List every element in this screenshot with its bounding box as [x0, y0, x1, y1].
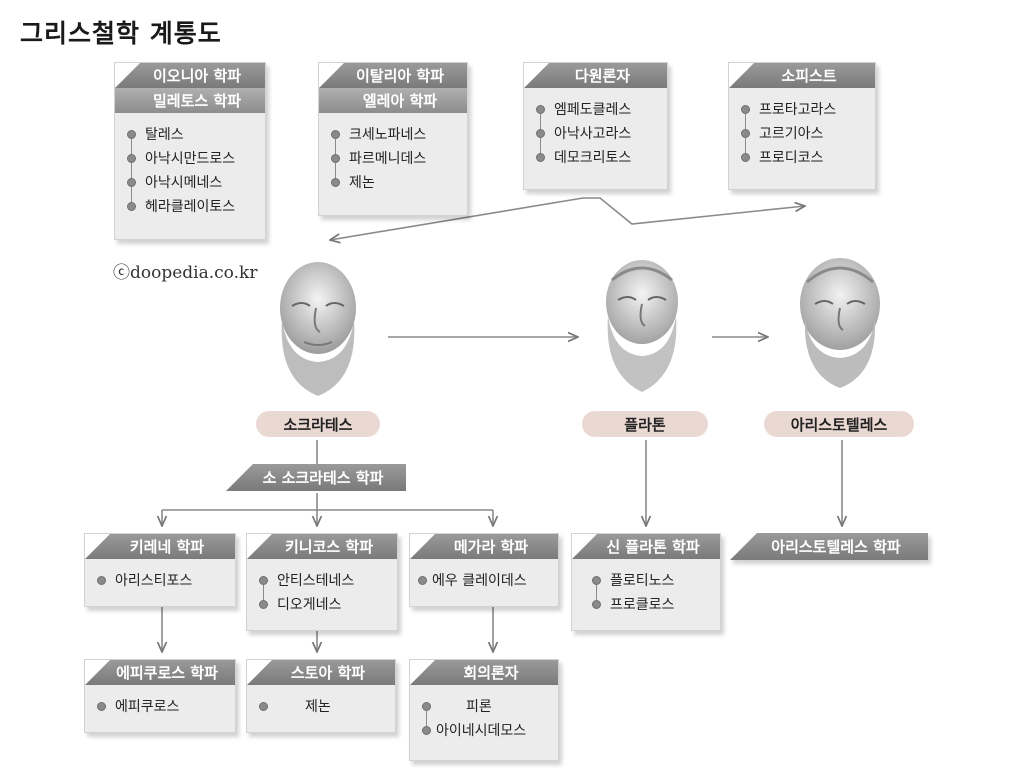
member-item: 프로클로스 — [592, 593, 712, 617]
school-skeptic: 회의론자 피론 아이네시데모스 — [409, 659, 559, 761]
school-minor-socratic: 소 소크라테스 학파 — [226, 464, 406, 491]
folded-corner — [729, 63, 754, 88]
bullet-icon — [331, 130, 340, 139]
bullet-icon — [127, 154, 136, 163]
bullet-icon — [97, 576, 106, 585]
member-item: 파르메니데스 — [331, 147, 459, 180]
bullet-icon — [259, 702, 268, 711]
folded-corner — [226, 464, 253, 491]
bullet-icon — [536, 105, 545, 114]
page-title: 그리스철학 계통도 — [20, 19, 222, 48]
bullet-icon — [127, 130, 136, 139]
school-header: 키니코스 학파 — [247, 534, 397, 559]
bullet-icon — [127, 202, 136, 211]
folded-corner — [410, 534, 435, 559]
folded-corner — [85, 534, 110, 559]
member-item: 안티스테네스 — [259, 569, 389, 602]
member-item: 데모크리토스 — [536, 146, 659, 170]
folded-corner — [524, 63, 549, 88]
school-peripatetic: 아리스토텔레스 학파 — [730, 533, 928, 560]
bullet-icon — [536, 129, 545, 138]
arrow-to-socrates — [330, 197, 584, 240]
plato-bust-image — [606, 260, 678, 392]
philosopher-plato: 플라톤 — [582, 411, 708, 437]
member-item: 피론 — [422, 695, 550, 728]
member-item: 아낙시만드로스 — [127, 147, 257, 180]
school-cyrenaic: 키레네 학파 아리스티포스 — [84, 533, 236, 607]
member-item: 에피쿠로스 — [97, 695, 227, 719]
school-header: 소 소크라테스 학파 — [226, 464, 406, 491]
bullet-icon — [331, 154, 340, 163]
school-megarian: 메가라 학파 에우 클레이데스 — [409, 533, 559, 607]
bullet-icon — [741, 105, 750, 114]
school-cynic: 키니코스 학파 안티스테네스 디오게네스 — [246, 533, 398, 631]
member-item: 에우 클레이데스 — [418, 569, 550, 593]
school-epicurean: 에피쿠로스 학파 에피쿠로스 — [84, 659, 236, 733]
member-item: 엠페도클레스 — [536, 98, 659, 131]
socrates-bust-image — [280, 262, 356, 396]
bullet-icon — [592, 576, 601, 585]
folded-corner — [319, 63, 344, 88]
copyright-credit: ⓒdoopedia.co.kr — [113, 263, 258, 283]
folded-corner — [410, 660, 435, 685]
member-item: 제논 — [259, 695, 387, 719]
school-ionian: 이오니아 학파 밀레토스 학파 탈레스 아낙시만드로스 아낙시메네스 헤라클레이… — [114, 62, 266, 240]
member-item: 탈레스 — [127, 123, 257, 156]
bullet-icon — [536, 153, 545, 162]
bullet-icon — [97, 702, 106, 711]
school-pluralist: 다원론자 엠페도클레스 아낙사고라스 데모크리토스 — [523, 62, 668, 190]
member-item: 헤라클레이토스 — [127, 195, 257, 219]
school-header: 이오니아 학파 — [115, 63, 265, 88]
folded-corner — [247, 660, 272, 685]
member-item: 프로타고라스 — [741, 98, 867, 131]
member-item: 아리스티포스 — [97, 569, 227, 593]
school-header: 키레네 학파 — [85, 534, 235, 559]
arrow-to-sophist — [583, 197, 805, 225]
school-italian: 이탈리아 학파 엘레아 학파 크세노파네스 파르메니데스 제논 — [318, 62, 468, 216]
member-item: 디오게네스 — [259, 593, 389, 617]
bullet-icon — [592, 600, 601, 609]
bullet-icon — [127, 178, 136, 187]
folded-corner — [572, 534, 597, 559]
member-item: 아낙사고라스 — [536, 122, 659, 155]
member-item: 크세노파네스 — [331, 123, 459, 156]
folded-corner — [730, 533, 757, 560]
folded-corner — [115, 63, 140, 88]
member-item: 고르기아스 — [741, 122, 867, 155]
aristotle-bust-image — [800, 258, 880, 388]
member-item: 아이네시데모스 — [422, 719, 550, 743]
member-item: 아낙시메네스 — [127, 171, 257, 204]
school-header: 아리스토텔레스 학파 — [730, 533, 928, 560]
school-sophist: 소피스트 프로타고라스 고르기아스 프로디코스 — [728, 62, 876, 190]
philosopher-aristotle: 아리스토텔레스 — [764, 411, 914, 437]
bullet-icon — [331, 178, 340, 187]
member-item: 플로티노스 — [592, 569, 712, 602]
bullet-icon — [741, 153, 750, 162]
bullet-icon — [741, 129, 750, 138]
bullet-icon — [422, 726, 431, 735]
school-subheader: 밀레토스 학파 — [115, 88, 265, 113]
folded-corner — [85, 660, 110, 685]
folded-corner — [247, 534, 272, 559]
member-item: 프로디코스 — [741, 146, 867, 170]
bullet-icon — [259, 600, 268, 609]
school-stoic: 스토아 학파 제논 — [246, 659, 396, 733]
bullet-icon — [422, 702, 431, 711]
school-neoplatonism: 신 플라톤 학파 플로티노스 프로클로스 — [571, 533, 721, 631]
bullet-icon — [418, 576, 427, 585]
bullet-icon — [259, 576, 268, 585]
member-item: 제논 — [331, 171, 459, 195]
school-subheader: 엘레아 학파 — [319, 88, 467, 113]
school-header: 에피쿠로스 학파 — [85, 660, 235, 685]
philosopher-socrates: 소크라테스 — [256, 411, 380, 437]
